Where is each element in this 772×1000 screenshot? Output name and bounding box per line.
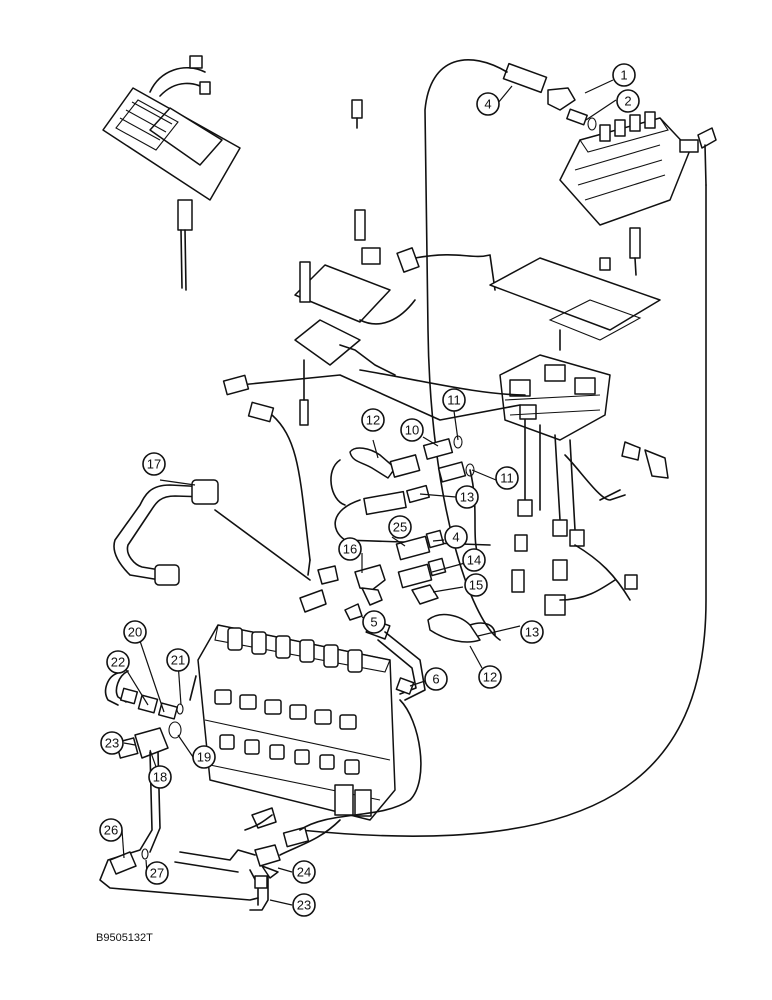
- svg-text:25: 25: [393, 520, 407, 535]
- long-supply-hose: [299, 184, 707, 837]
- callout-13: 13: [455, 485, 479, 509]
- callout-15: 15: [464, 573, 488, 597]
- svg-text:18: 18: [153, 770, 167, 785]
- svg-text:24: 24: [297, 865, 311, 880]
- pilot-valve-block: [499, 354, 669, 616]
- hose-line-c: [339, 344, 396, 376]
- callout-21: 21: [166, 648, 190, 672]
- control-console: [102, 55, 363, 291]
- loader-control-valve: [502, 62, 717, 276]
- callout-24: 24: [292, 860, 316, 884]
- long-return-hose: [424, 59, 508, 641]
- svg-text:4: 4: [484, 97, 491, 112]
- drawing-id: B9505132T: [96, 932, 153, 944]
- svg-text:10: 10: [405, 423, 419, 438]
- svg-text:1: 1: [620, 68, 627, 83]
- svg-text:11: 11: [500, 471, 514, 486]
- callout-20: 20: [123, 620, 147, 644]
- callout-23: 23: [292, 893, 316, 917]
- callout-11: 11: [495, 466, 519, 490]
- svg-text:5: 5: [370, 615, 377, 630]
- svg-text:6: 6: [432, 672, 439, 687]
- svg-text:27: 27: [150, 866, 164, 881]
- callout-11: 11: [442, 388, 466, 412]
- svg-text:13: 13: [460, 490, 474, 505]
- svg-text:23: 23: [105, 736, 119, 751]
- svg-text:23: 23: [297, 898, 311, 913]
- backhoe-control-valve: [189, 624, 396, 821]
- hose-line-a: [239, 374, 521, 421]
- svg-text:17: 17: [147, 457, 161, 472]
- callout-1: 1: [612, 63, 636, 87]
- callout-26: 26: [99, 818, 123, 842]
- hose-line-e: [469, 469, 481, 561]
- svg-text:12: 12: [483, 670, 497, 685]
- callout-4: 4: [444, 525, 468, 549]
- hose-line-b: [359, 369, 526, 396]
- callout-16: 16: [338, 537, 362, 561]
- callout-17: 17: [142, 452, 166, 476]
- return-piping: [99, 699, 422, 911]
- callout-22: 22: [106, 650, 130, 674]
- callout-12: 12: [478, 665, 502, 689]
- callout-12: 12: [361, 408, 385, 432]
- callout-2: 2: [616, 89, 640, 113]
- callout-14: 14: [462, 548, 486, 572]
- svg-text:14: 14: [467, 553, 481, 568]
- callout-10: 10: [400, 418, 424, 442]
- callout-25: 25: [388, 515, 412, 539]
- svg-text:12: 12: [366, 413, 380, 428]
- svg-text:20: 20: [128, 625, 142, 640]
- callout-5: 5: [362, 610, 386, 634]
- svg-text:19: 19: [197, 750, 211, 765]
- callout-23: 23: [100, 731, 124, 755]
- callout-18: 18: [148, 765, 172, 789]
- fittings-cluster: [299, 435, 496, 701]
- callout-13: 13: [520, 620, 544, 644]
- callouts: 1 2 4 11 12 10 11 17 13 25 4 16 14 15 5 …: [99, 63, 640, 917]
- callout-4: 4: [476, 92, 500, 116]
- svg-text:2: 2: [624, 94, 631, 109]
- hose-line-d: [271, 414, 311, 561]
- callout-27: 27: [145, 861, 169, 885]
- svg-text:21: 21: [171, 653, 185, 668]
- svg-text:15: 15: [469, 578, 483, 593]
- mounting-plate-right: [489, 257, 661, 351]
- svg-text:22: 22: [111, 655, 125, 670]
- svg-text:13: 13: [525, 625, 539, 640]
- mounting-plate-left: [294, 209, 496, 426]
- inlet-fittings: [104, 670, 184, 759]
- callout-19: 19: [192, 745, 216, 769]
- steel-pipe-17: [113, 479, 311, 586]
- svg-text:4: 4: [452, 530, 459, 545]
- callout-6: 6: [424, 667, 448, 691]
- svg-text:11: 11: [447, 393, 461, 408]
- svg-text:26: 26: [104, 823, 118, 838]
- hose-line-g: [330, 459, 346, 506]
- svg-text:16: 16: [343, 542, 357, 557]
